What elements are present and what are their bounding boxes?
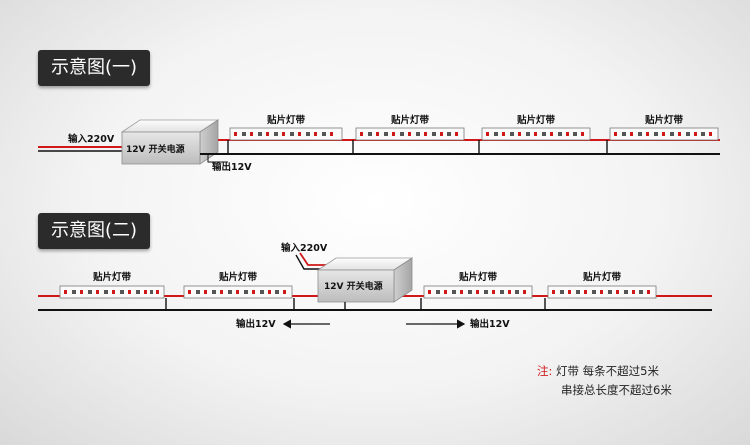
led-strip-4 [606,127,719,154]
strip-label-3: 贴片灯带 [516,115,556,126]
input-label-2: 输入220V [281,243,328,254]
strip-label-8: 贴片灯带 [582,272,622,283]
power-supply-label-2: 12V 开关电源 [324,282,383,292]
diagram-1 [38,119,720,165]
output-leader-1 [207,154,228,163]
led-strip-5 [59,285,167,310]
strip-label-5: 贴片灯带 [92,272,132,283]
section-title-1: 示意图(一) [38,50,150,86]
led-strip-8 [544,285,657,310]
strip-label-1: 贴片灯带 [266,115,306,126]
strip-label-4: 贴片灯带 [644,115,684,126]
strip-label-6: 贴片灯带 [218,272,258,283]
input-wire-red-2 [299,252,330,266]
note-block: 注: 灯带 每条不超过5米 串接总长度不超过6米 [537,362,672,400]
power-supply-box-1 [120,119,220,165]
led-strip-6 [183,285,295,310]
input-wire-black-2 [295,254,326,270]
output-label-1: 输出12V [212,162,252,173]
led-strip-1 [227,127,343,154]
note-line-2: 串接总长度不超过6米 [561,383,672,397]
strip-label-7: 贴片灯带 [458,272,498,283]
diagram-2 [38,252,712,329]
led-strip-2 [352,127,465,154]
led-strip-3 [478,127,591,154]
note-line-1: 灯带 每条不超过5米 [556,364,660,378]
input-label-1: 输入220V [68,134,115,145]
output-label-2-right: 输出12V [470,319,510,330]
power-supply-box-2 [316,257,414,310]
output-label-2-left: 输出12V [236,319,276,330]
note-key: 注: [537,364,553,378]
section-title-2: 示意图(二) [38,213,150,249]
led-strip-7 [420,285,533,310]
strip-label-2: 贴片灯带 [390,115,430,126]
power-supply-label-1: 12V 开关电源 [126,145,185,155]
